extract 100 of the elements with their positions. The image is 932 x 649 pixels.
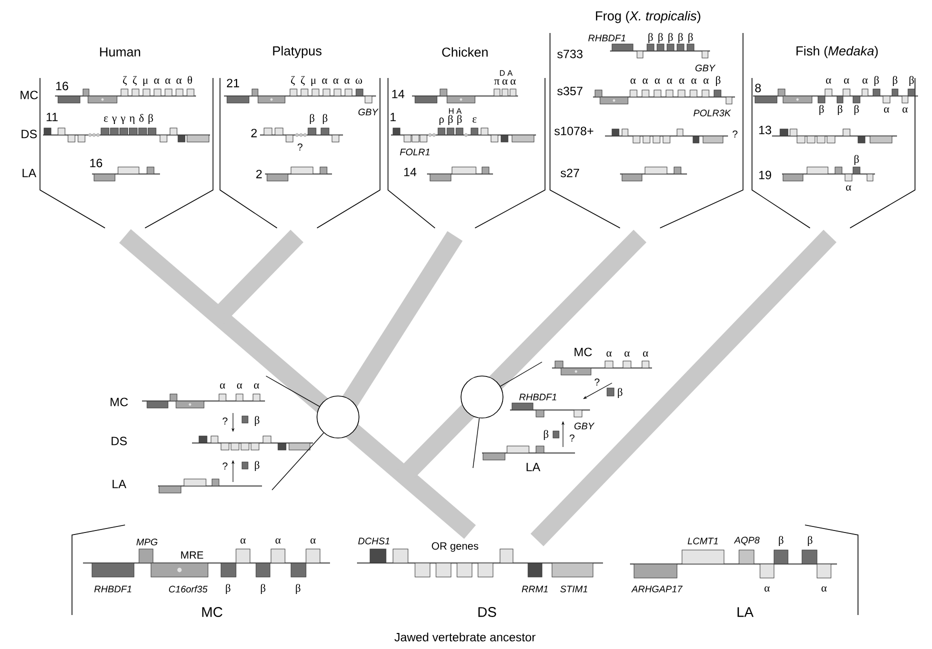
cluster-label: LA bbox=[22, 168, 36, 178]
chromosome-number: 2 bbox=[251, 128, 257, 138]
cluster-label: s357 bbox=[557, 86, 582, 96]
gene-symbol: α bbox=[310, 538, 316, 544]
caption-text: Jawed vertebrate ancestor bbox=[394, 632, 536, 642]
cluster-label: MC bbox=[202, 607, 222, 617]
leader-line bbox=[500, 362, 542, 387]
chromosome-number: 16 bbox=[90, 158, 102, 168]
question-mark: ? bbox=[570, 434, 574, 442]
gene-symbol: ε γ γ η δ β bbox=[104, 114, 153, 124]
gene-symbol: α bbox=[254, 383, 260, 389]
question-mark: ? bbox=[594, 378, 600, 386]
gene-symbol: β bbox=[296, 584, 300, 594]
gene-symbol: β bbox=[254, 460, 260, 472]
gene-name: MPG bbox=[136, 538, 158, 546]
gene-symbol: β bbox=[544, 430, 548, 440]
question-mark: ? bbox=[222, 462, 228, 470]
gene-name: GBY bbox=[358, 108, 379, 116]
species-name: Fish (Medaka) bbox=[796, 46, 878, 58]
gene-symbol: α bbox=[826, 78, 832, 84]
gene-name: FOLR1 bbox=[400, 148, 430, 156]
gene-symbol: β β bbox=[310, 114, 328, 124]
gene-symbol: β bbox=[778, 536, 784, 546]
gene-symbol: α bbox=[624, 351, 630, 357]
chromosome-number: 11 bbox=[46, 112, 58, 122]
cluster-label: s733 bbox=[557, 50, 582, 58]
annotation-text: MRE bbox=[181, 551, 204, 559]
chromosome-number: 1 bbox=[390, 112, 396, 122]
cluster-label: LA bbox=[526, 462, 540, 472]
chromosome-number: 13 bbox=[759, 126, 772, 134]
gene-symbol: α bbox=[884, 107, 890, 113]
species-name: Frog (X. tropicalis) bbox=[596, 10, 700, 24]
gene-symbol: α bbox=[643, 351, 648, 357]
species-name: Human bbox=[100, 47, 140, 57]
gene-symbol: α bbox=[844, 78, 850, 84]
gene-symbol: β bbox=[838, 104, 842, 116]
gene-name: ARHGAP17 bbox=[631, 586, 683, 592]
gene-name: RHBDF1 bbox=[588, 34, 626, 42]
cluster-label: DS bbox=[112, 436, 127, 446]
gene-name: AQP8 bbox=[734, 536, 760, 546]
gene-symbol: β bbox=[254, 416, 260, 426]
gene-name: GBY bbox=[574, 422, 595, 430]
gene-name: LCMT1 bbox=[688, 538, 718, 544]
chromosome-number: 21 bbox=[226, 78, 240, 88]
cluster-label: DS bbox=[22, 130, 37, 138]
gene-name: RHBDF1 bbox=[94, 586, 132, 592]
gene-symbol: β bbox=[909, 76, 914, 86]
gene-symbol: β bbox=[854, 154, 859, 166]
gene-symbol: β bbox=[854, 104, 859, 116]
gene-symbol: β bbox=[260, 584, 266, 594]
gene-symbol: α bbox=[902, 107, 908, 113]
chromosome-number: 2 bbox=[256, 170, 262, 178]
chromosome-number: 14 bbox=[404, 168, 416, 176]
gene-symbol: β bbox=[892, 76, 898, 86]
gene-symbol: β β β β β bbox=[648, 32, 693, 44]
cluster-label: DS bbox=[478, 607, 496, 617]
gene-symbol: β bbox=[874, 76, 879, 86]
gene-symbol: α bbox=[764, 586, 770, 592]
leader-line bbox=[266, 376, 320, 407]
gene-symbol: α bbox=[606, 351, 612, 357]
gene-name: RHBDF1 bbox=[519, 394, 556, 400]
species-name: Platypus bbox=[273, 46, 322, 58]
gene-symbol: α bbox=[862, 78, 868, 84]
chromosome-number: 19 bbox=[759, 170, 772, 180]
gene-name: C16orf35 bbox=[168, 586, 208, 592]
cluster-label: LA bbox=[112, 480, 126, 488]
cluster-label: MC bbox=[20, 90, 38, 100]
question-mark: ? bbox=[298, 144, 302, 150]
gene-symbol: π α α bbox=[494, 79, 516, 85]
gene-symbol: α bbox=[276, 538, 281, 544]
annotation-text: OR genes bbox=[432, 542, 478, 552]
gene-symbol: β bbox=[226, 584, 230, 594]
cluster-label: MC bbox=[110, 398, 128, 406]
cluster-label: MC bbox=[574, 348, 592, 356]
gene-symbol: H A bbox=[449, 108, 462, 114]
species-name: Chicken bbox=[442, 47, 488, 57]
gene-name: POLR3K bbox=[694, 110, 732, 116]
gene-symbol: α bbox=[220, 383, 226, 389]
gene-name: GBY bbox=[695, 64, 716, 72]
gene-name: RRM1 bbox=[522, 586, 548, 592]
leader-line bbox=[272, 432, 324, 490]
gene-symbol: ε bbox=[472, 117, 476, 123]
chromosome-number: 14 bbox=[392, 90, 404, 98]
gene-name: STIM1 bbox=[560, 586, 588, 592]
cluster-label: s1078+ bbox=[554, 126, 594, 136]
gene-symbol: α bbox=[846, 185, 852, 191]
gene-symbol: ζ ζ μ α α α θ bbox=[123, 76, 192, 86]
gene-symbol: β bbox=[618, 388, 622, 398]
gene-symbol: α bbox=[822, 586, 827, 592]
chromosome-number: 16 bbox=[56, 82, 68, 90]
gene-symbol: ζ ζ μ α α α ω bbox=[291, 76, 362, 86]
gene-symbol: β bbox=[819, 104, 824, 116]
chromosome-number: 8 bbox=[755, 84, 761, 92]
gene-name: DCHS1 bbox=[358, 538, 390, 544]
gene-symbol: β bbox=[808, 536, 812, 546]
gene-symbol: α bbox=[240, 538, 246, 544]
ancestor-circle bbox=[460, 376, 504, 418]
cluster-label: s27 bbox=[560, 168, 580, 178]
gene-symbol: α bbox=[237, 383, 242, 389]
gene-symbol: D A bbox=[500, 70, 513, 76]
